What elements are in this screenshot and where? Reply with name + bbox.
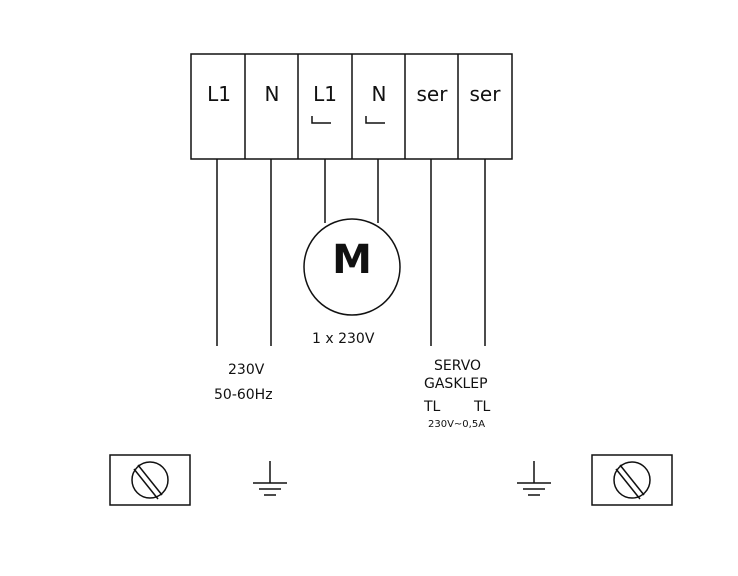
terminal-label-n: N xyxy=(264,82,280,106)
tl-left-label: TL xyxy=(424,399,441,415)
supply-voltage: 230V xyxy=(228,362,265,378)
ground-icon xyxy=(517,461,551,496)
screw-terminal-icon xyxy=(591,454,673,506)
motor-circle xyxy=(303,218,401,316)
terminal-label-l1: L1 xyxy=(207,82,231,106)
servo-label: SERVO xyxy=(434,358,482,374)
contact-symbol-l1 xyxy=(311,116,331,124)
terminal-label-ser-2: ser xyxy=(469,82,501,106)
supply-frequency: 50-60Hz xyxy=(214,387,273,403)
screw-terminal-icon xyxy=(109,454,191,506)
terminal-label-ser-1: ser xyxy=(416,82,448,106)
gasklep-label: GASKLEP xyxy=(424,376,488,392)
motor-symbol: M xyxy=(332,237,372,283)
ground-icon xyxy=(253,461,287,496)
terminal-label-n-switched: N xyxy=(371,82,387,106)
contact-symbol-n xyxy=(365,116,385,124)
tl-right-label: TL xyxy=(474,399,491,415)
terminal-label-l1-switched: L1 xyxy=(313,82,337,106)
servo-rating: 230V~0,5A xyxy=(428,419,486,430)
motor-rating: 1 x 230V xyxy=(312,331,375,347)
